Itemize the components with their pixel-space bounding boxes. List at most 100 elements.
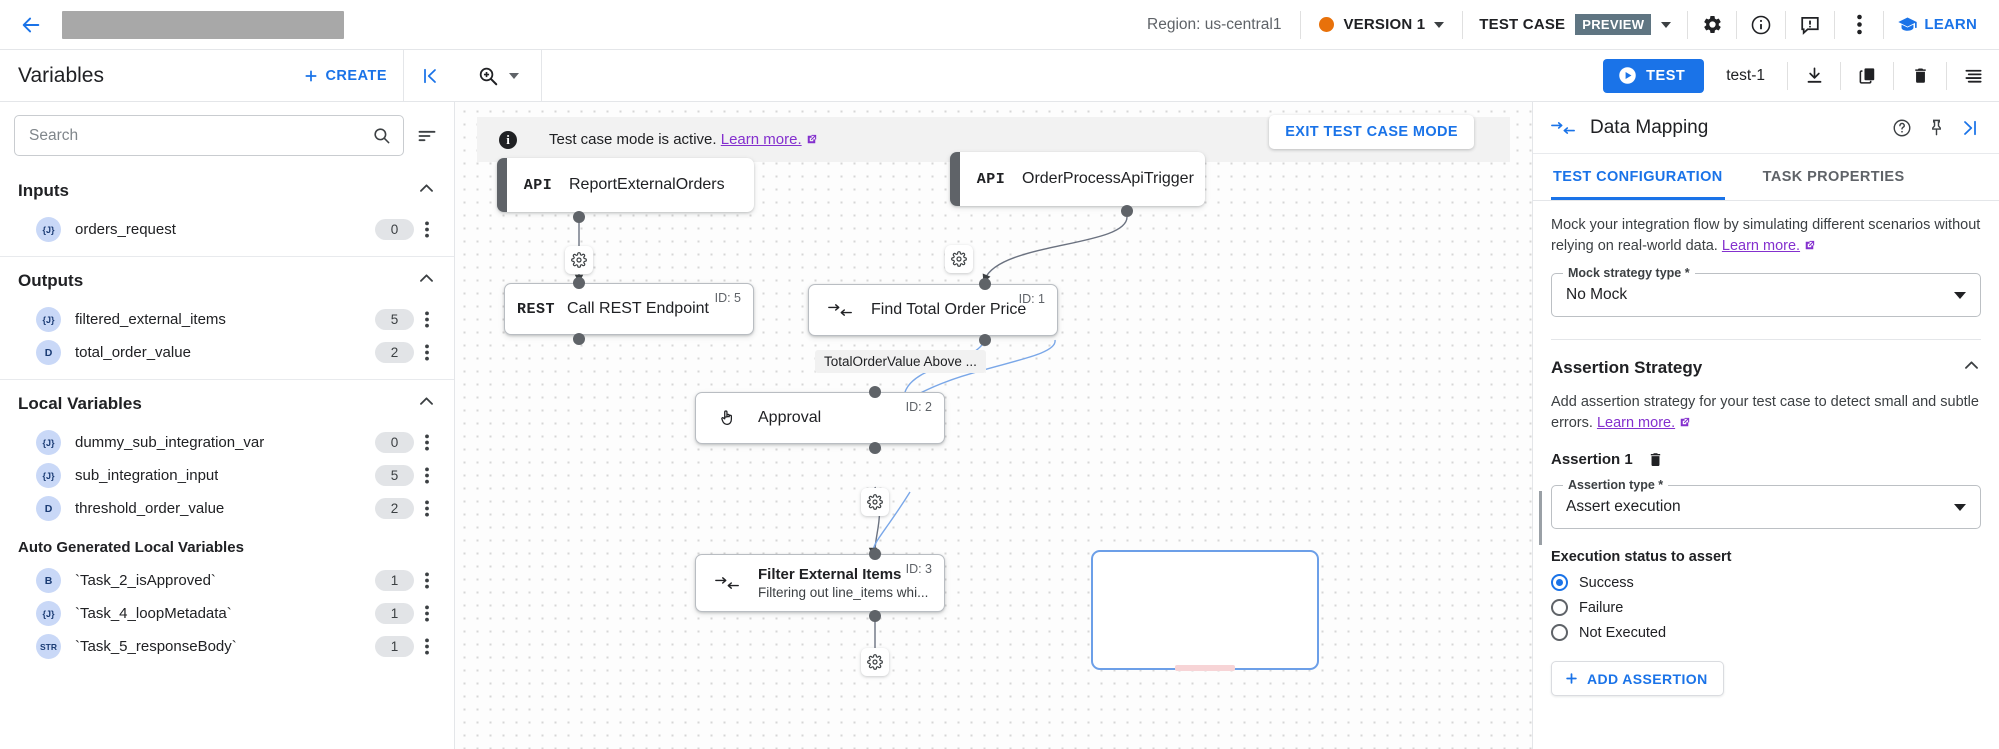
node-output-port[interactable] <box>1121 205 1133 217</box>
list-item[interactable]: D threshold_order_value 2 <box>0 492 454 525</box>
more-vert-icon[interactable] <box>414 221 440 238</box>
node-output-port[interactable] <box>869 442 881 454</box>
list-item[interactable]: {J} sub_integration_input 5 <box>0 459 454 492</box>
exit-test-case-mode-button[interactable]: EXIT TEST CASE MODE <box>1269 115 1474 149</box>
download-icon[interactable] <box>1788 50 1840 102</box>
list-item[interactable]: {J} `Task_4_loopMetadata` 1 <box>0 597 454 630</box>
list-icon[interactable] <box>1947 50 1999 102</box>
add-assertion-button[interactable]: ADD ASSERTION <box>1551 661 1724 697</box>
node-output-port[interactable] <box>573 333 585 345</box>
edge-config-gear-icon[interactable] <box>861 488 889 516</box>
edge-config-gear-icon[interactable] <box>945 245 973 273</box>
more-vert-icon[interactable] <box>414 467 440 484</box>
type-badge: {J} <box>36 217 61 242</box>
node-filter-external-items[interactable]: Filter External Items Filtering out line… <box>695 554 945 612</box>
node-approval[interactable]: Approval ID: 2 <box>695 392 945 444</box>
test-result-panel[interactable] <box>1091 550 1319 670</box>
list-item[interactable]: B `Task_2_isApproved` 1 <box>0 564 454 597</box>
mock-strategy-section: Mock your integration flow by simulating… <box>1533 201 1999 341</box>
node-find-total-order-price[interactable]: Find Total Order Price ID: 1 <box>808 284 1058 336</box>
run-test-button[interactable]: TEST <box>1603 58 1705 93</box>
assertion-type-value: Assert execution <box>1566 498 1681 516</box>
test-case-selector[interactable]: TEST CASE PREVIEW <box>1464 14 1686 35</box>
list-item[interactable]: {J} filtered_external_items 5 <box>0 303 454 336</box>
node-title: ReportExternalOrders <box>569 176 725 193</box>
radio-not-executed[interactable]: Not Executed <box>1533 620 1999 645</box>
pin-icon[interactable] <box>1919 111 1953 145</box>
more-vert-icon[interactable] <box>414 638 440 655</box>
node-order-process-api-trigger[interactable]: API OrderProcessApiTrigger <box>950 152 1205 206</box>
more-vert-icon[interactable] <box>1836 0 1882 50</box>
info-icon[interactable] <box>1738 0 1784 50</box>
expand-panel-icon[interactable] <box>1953 111 1987 145</box>
delete-icon[interactable] <box>1647 451 1664 468</box>
radio-failure[interactable]: Failure <box>1533 595 1999 620</box>
node-report-external-orders[interactable]: API ReportExternalOrders <box>497 158 754 212</box>
radio-button[interactable] <box>1551 599 1568 617</box>
list-item[interactable]: STR `Task_5_responseBody` 1 <box>0 630 454 663</box>
sort-icon[interactable] <box>414 126 440 146</box>
variable-name: total_order_value <box>75 344 191 361</box>
more-vert-icon[interactable] <box>414 500 440 517</box>
more-vert-icon[interactable] <box>414 344 440 361</box>
more-vert-icon[interactable] <box>414 605 440 622</box>
node-call-rest-endpoint[interactable]: REST Call REST Endpoint ID: 5 <box>504 283 754 335</box>
radio-success[interactable]: Success <box>1533 570 1999 595</box>
more-vert-icon[interactable] <box>414 311 440 328</box>
edge-config-gear-icon[interactable] <box>861 648 889 676</box>
radio-button[interactable] <box>1551 624 1568 642</box>
variable-name: `Task_2_isApproved` <box>75 572 216 589</box>
flow-canvas[interactable]: i Test case mode is active. Learn more. … <box>455 102 1532 749</box>
duplicate-icon[interactable] <box>1841 50 1893 102</box>
list-item[interactable]: D total_order_value 2 <box>0 336 454 369</box>
delete-icon[interactable] <box>1894 50 1946 102</box>
assertion-strategy-header[interactable]: Assertion Strategy <box>1533 340 1999 382</box>
assertion-item-header: Assertion 1 <box>1533 433 1999 468</box>
radio-button[interactable] <box>1551 574 1568 592</box>
more-vert-icon[interactable] <box>414 572 440 589</box>
test-case-name[interactable]: test-1 <box>1726 66 1765 84</box>
banner-learn-more-link[interactable]: Learn more. <box>720 131 802 148</box>
node-output-port[interactable] <box>979 334 991 346</box>
tab-test-configuration[interactable]: TEST CONFIGURATION <box>1551 154 1725 200</box>
node-input-port[interactable] <box>869 386 881 398</box>
assertion-accent-bar <box>1539 491 1542 546</box>
mock-strategy-type-select[interactable]: Mock strategy type * No Mock <box>1551 266 1981 318</box>
search-input-wrapper[interactable] <box>14 115 404 156</box>
chevron-up-icon <box>417 269 436 293</box>
assertion-type-select[interactable]: Assertion type * Assert execution <box>1551 478 1981 530</box>
play-circle-icon <box>1619 67 1636 84</box>
help-icon[interactable] <box>1885 111 1919 145</box>
zoom-control[interactable] <box>455 49 542 102</box>
node-input-port[interactable] <box>869 548 881 560</box>
variable-count: 0 <box>375 219 414 240</box>
type-badge: D <box>36 496 61 521</box>
feedback-icon[interactable] <box>1787 0 1833 50</box>
more-vert-icon[interactable] <box>414 434 440 451</box>
section-header-inputs[interactable]: Inputs <box>0 167 454 213</box>
gear-icon[interactable] <box>1689 0 1735 50</box>
collapse-panel-icon[interactable] <box>403 49 455 102</box>
node-output-port[interactable] <box>869 610 881 622</box>
section-header-local-variables[interactable]: Local Variables <box>0 380 454 426</box>
section-title: Local Variables <box>18 394 142 413</box>
chevron-up-icon <box>1962 356 1981 380</box>
list-item[interactable]: {J} dummy_sub_integration_var 0 <box>0 426 454 459</box>
learn-button[interactable]: LEARN <box>1885 14 1993 35</box>
chevron-up-icon <box>417 179 436 203</box>
assertion-learn-more-link[interactable]: Learn more. <box>1596 414 1676 431</box>
node-output-port[interactable] <box>573 211 585 223</box>
edge-config-gear-icon[interactable] <box>565 246 593 274</box>
search-input[interactable] <box>29 126 372 145</box>
create-variable-button[interactable]: CREATE <box>303 68 403 84</box>
version-selector[interactable]: VERSION 1 <box>1302 16 1461 33</box>
back-arrow-icon[interactable] <box>14 8 48 42</box>
section-header-outputs[interactable]: Outputs <box>0 257 454 303</box>
node-input-port[interactable] <box>979 278 991 290</box>
tab-task-properties[interactable]: TASK PROPERTIES <box>1762 169 1905 185</box>
test-case-label: TEST CASE <box>1479 16 1566 33</box>
list-item[interactable]: {J} orders_request 0 <box>0 213 454 246</box>
assertion-type-label: Assertion type * <box>1563 478 1669 493</box>
mock-learn-more-link[interactable]: Learn more. <box>1721 237 1801 254</box>
node-input-port[interactable] <box>573 277 585 289</box>
